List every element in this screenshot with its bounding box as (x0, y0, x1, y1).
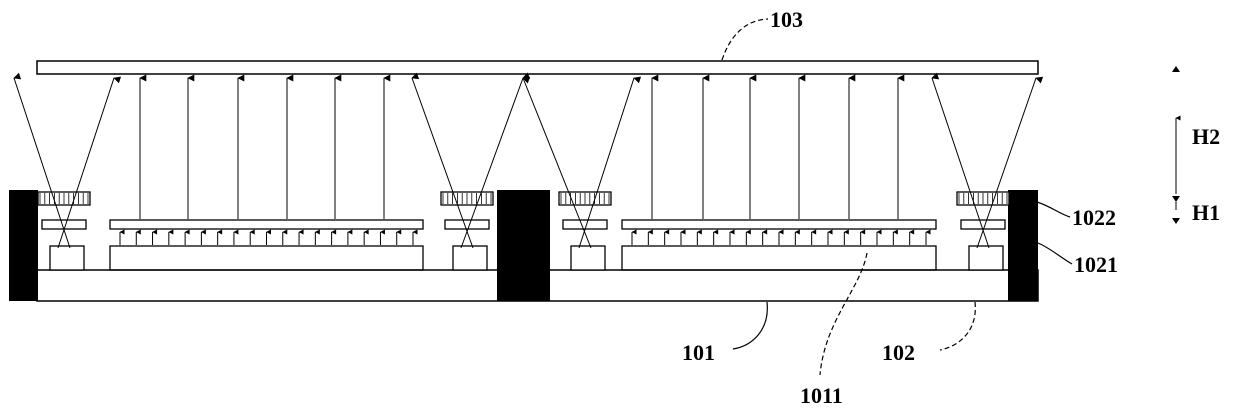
lens-base (50, 246, 84, 270)
lens-base (969, 246, 1003, 270)
light-strip-left (110, 220, 423, 270)
top-plate (37, 61, 1038, 74)
wall-right (1008, 190, 1038, 301)
strip-plate (622, 220, 936, 229)
label-103: 103 (770, 7, 803, 32)
label-102: 102 (882, 340, 915, 365)
lens-base (453, 246, 487, 270)
label-h2: H2 (1192, 124, 1220, 149)
lens-plate (563, 220, 607, 229)
label-h1: H1 (1192, 200, 1220, 225)
label-1011: 1011 (800, 383, 843, 408)
lens-base (571, 246, 605, 270)
lens-plate (445, 220, 489, 229)
leader-1011 (820, 253, 867, 375)
label-1022: 1022 (1072, 205, 1116, 230)
leader-102 (940, 302, 975, 350)
lens-plate (961, 220, 1005, 229)
leader-101 (733, 302, 767, 349)
strip-base (622, 246, 936, 270)
cone-ray (412, 78, 473, 248)
wall-center (497, 190, 550, 301)
label-1021: 1021 (1074, 252, 1118, 277)
lens-plate (42, 220, 86, 229)
wall-left (9, 190, 38, 301)
height-indicator (1172, 66, 1180, 224)
light-strip-right (622, 220, 936, 270)
leader-103 (722, 19, 768, 60)
leader-1022 (1037, 202, 1070, 217)
strip-base (110, 246, 423, 270)
strip-plate (110, 220, 423, 229)
leader-1021 (1038, 243, 1072, 264)
label-101: 101 (682, 340, 715, 365)
